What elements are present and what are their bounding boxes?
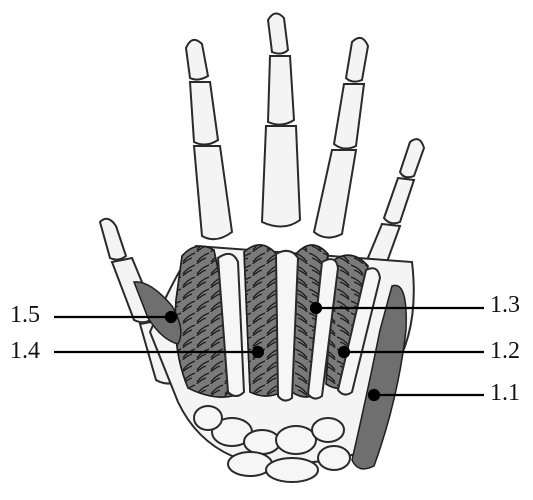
label-1-2: 1.2 [490, 339, 520, 363]
label-1-5: 1.5 [10, 303, 40, 327]
label-1-1: 1.1 [490, 381, 520, 405]
label-1-4: 1.4 [10, 339, 40, 363]
label-1-3: 1.3 [490, 293, 520, 317]
